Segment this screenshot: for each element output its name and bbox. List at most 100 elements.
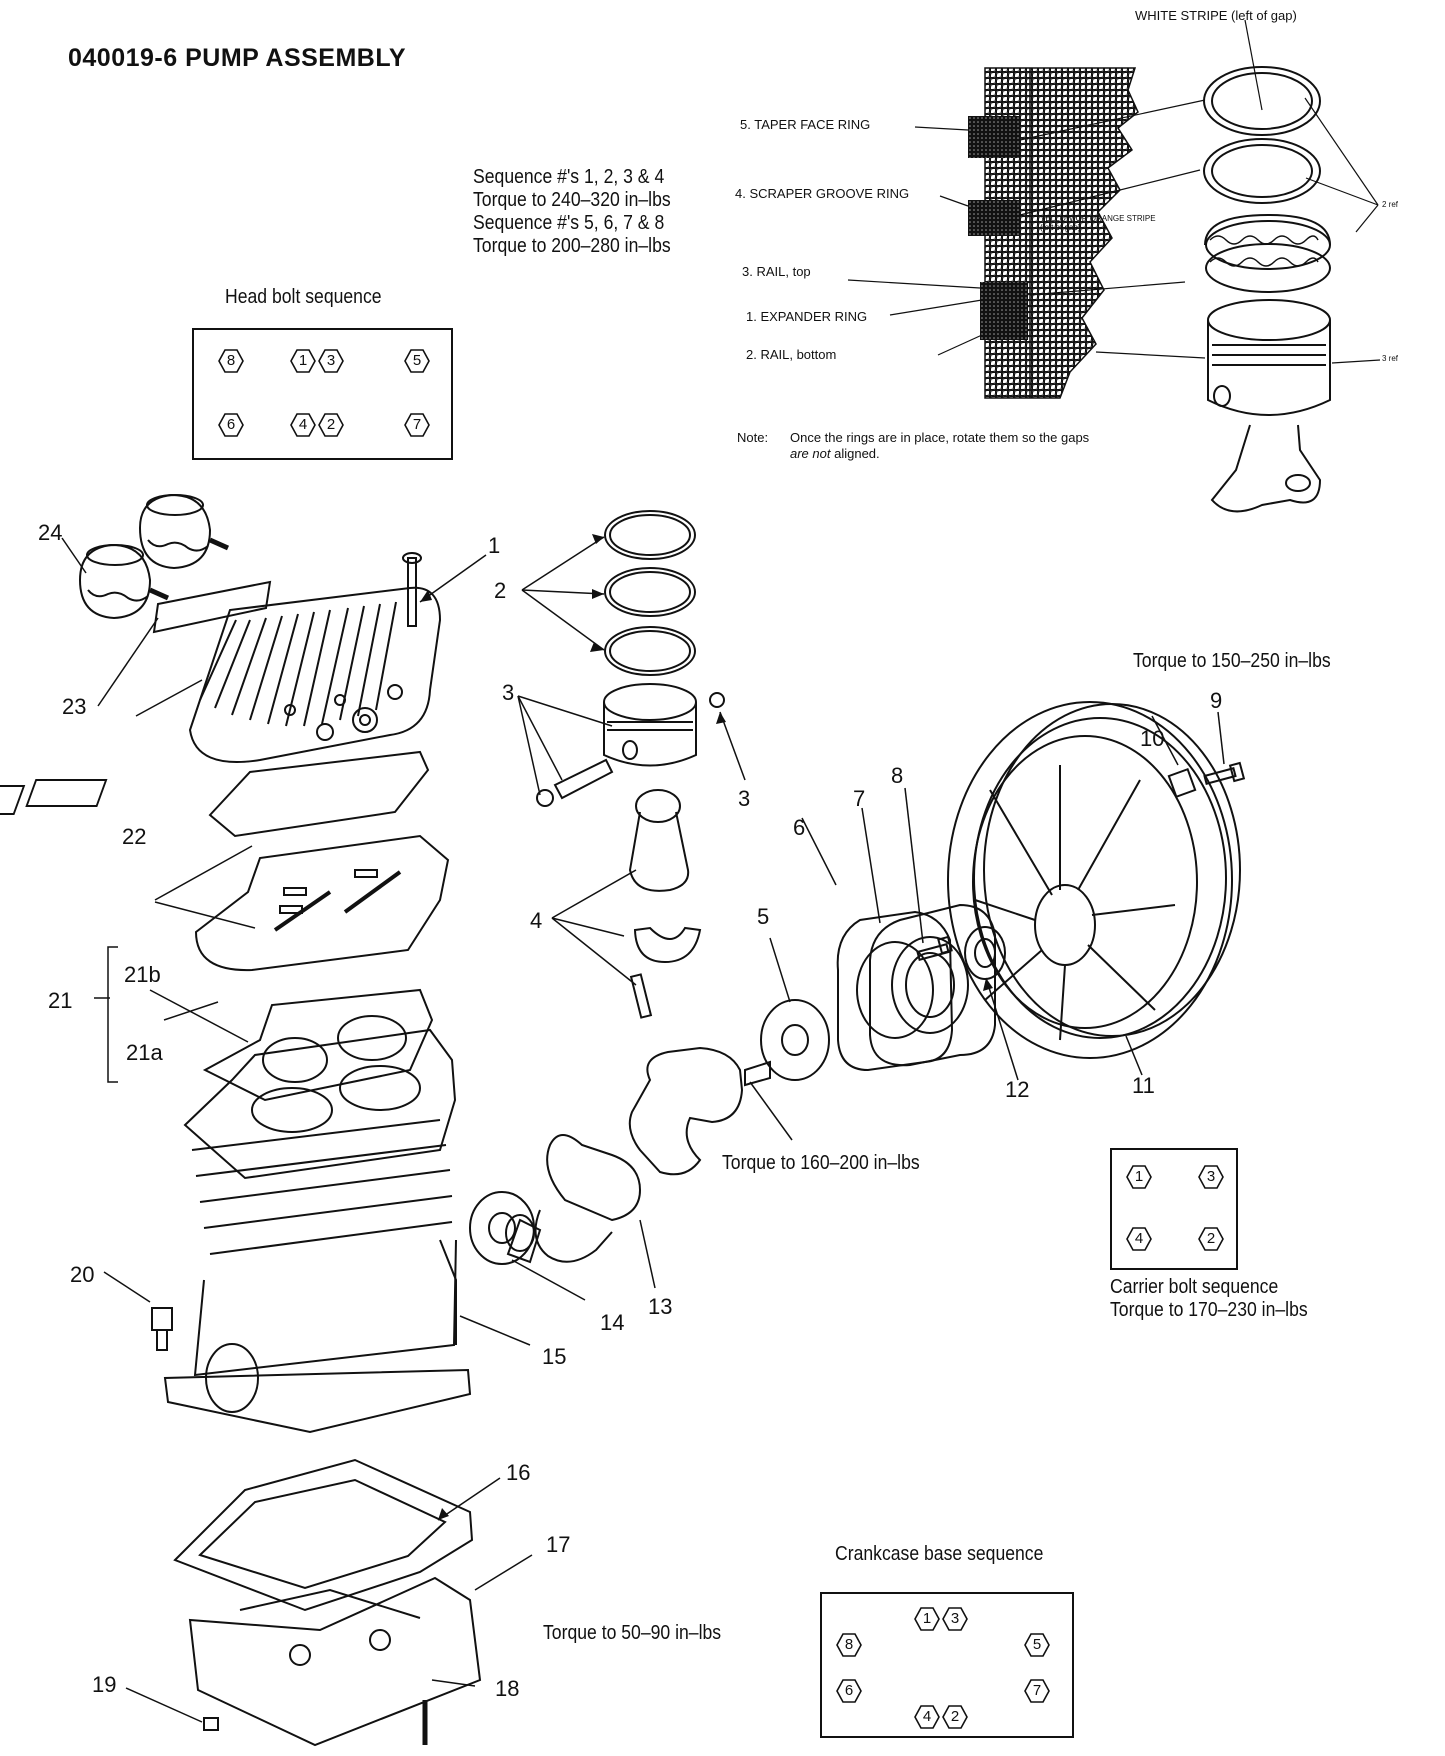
taper-face-ring-label: 5. TAPER FACE RING: [740, 117, 871, 132]
hexagon-icon: [942, 1705, 968, 1729]
bracket-21: [107, 946, 118, 1083]
page-title: 040019-6 PUMP ASSEMBLY: [68, 44, 407, 72]
washer-bolt-art: [1167, 761, 1246, 799]
hexagon-icon: [1024, 1679, 1050, 1703]
hexagon-icon: [914, 1705, 940, 1729]
callout-leaders: [61, 536, 1225, 1723]
hexagon-icon: [218, 413, 244, 437]
head-bolt-sequence-box: 8 1 3 5 6 4 2 7: [192, 328, 453, 460]
ring-detail-leaders: [847, 19, 1381, 364]
callout-3: 3: [738, 786, 751, 811]
rail-bottom-label: 2. RAIL, bottom: [746, 347, 837, 362]
hexagon-icon: [836, 1679, 862, 1703]
arrowheads: [420, 534, 993, 1520]
head-bolt-caption: Head bolt sequence: [225, 286, 382, 308]
carrier-bolt-art: [916, 935, 953, 961]
crankcase-bolt-hex: 6: [836, 1678, 862, 1704]
connecting-rod-art: [628, 789, 702, 1019]
head-bolt-hex: 1: [290, 348, 316, 374]
hexagon-icon: [404, 349, 430, 373]
cylinder-head-art: [188, 586, 442, 763]
callout-2: 2: [494, 578, 507, 603]
flywheel-pulley-art: [947, 701, 1241, 1059]
white-stripe-label: WHITE STRIPE (left of gap): [1135, 8, 1297, 23]
callout-14: 14: [600, 1310, 625, 1335]
callout-22: 22: [122, 824, 147, 849]
pulley-torque-label: Torque to 150–250 in–lbs: [1133, 650, 1331, 672]
head-bolt-hex: 3: [318, 348, 344, 374]
piston-art: [536, 683, 725, 807]
valve-plate-art: [194, 834, 450, 972]
callout-18: 18: [495, 1676, 520, 1701]
piston-rings-art: [604, 510, 696, 676]
ring-note-label: Note:: [737, 430, 769, 445]
callout-8: 8: [891, 763, 904, 788]
head-bolt-hex: 7: [404, 412, 430, 438]
torque-line-4: Torque to 200–280 in–lbs: [473, 235, 671, 257]
carrier-bolt-hex: 2: [1198, 1226, 1224, 1252]
yellow-stripe-label: YELLOW OR ORANGE STRIPE (left of gap): [1040, 214, 1156, 232]
bearing-14-art: [469, 1191, 535, 1265]
drain-plug-art: [203, 1717, 219, 1731]
hexagon-icon: [218, 349, 244, 373]
callout-7: 7: [853, 786, 866, 811]
callout-24: 24: [38, 520, 63, 545]
base-plate-art: [188, 1576, 482, 1747]
head-torque-spec: Sequence #'s 1, 2, 3 & 4 Torque to 240–3…: [473, 166, 671, 258]
torque-line-3: Sequence #'s 5, 6, 7 & 8: [473, 212, 665, 234]
crankcase-bolt-hex: 7: [1024, 1678, 1050, 1704]
hexagon-icon: [1126, 1227, 1152, 1251]
ring-note: Once the rings are in place, rotate them…: [790, 430, 1090, 461]
crankcase-bolt-hex: 5: [1024, 1632, 1050, 1658]
head-bolt-hex: 5: [404, 348, 430, 374]
expander-ring-label: 1. EXPANDER RING: [746, 309, 868, 324]
ring-section-detail: [968, 67, 1139, 399]
oil-seal-art: [964, 926, 1006, 980]
hexagon-icon: [290, 413, 316, 437]
carrier-bolt-hex: 3: [1198, 1164, 1224, 1190]
callout-10: 10: [1140, 726, 1165, 751]
callout-20: 20: [70, 1262, 95, 1287]
oil-sensor-art: [151, 1307, 173, 1351]
callout-3: 3: [502, 680, 515, 705]
callout-21b: 21b: [124, 962, 161, 987]
torque-line-1: Sequence #'s 1, 2, 3 & 4: [473, 166, 665, 188]
crankcase-caption: Crankcase base sequence: [835, 1543, 1044, 1565]
crankcase-bolt-hex: 3: [942, 1606, 968, 1632]
crank-torque-label: Torque to 160–200 in–lbs: [722, 1152, 920, 1174]
callout-15: 15: [542, 1344, 567, 1369]
hexagon-icon: [1024, 1633, 1050, 1657]
rail-top-label: 3. RAIL, top: [742, 264, 811, 279]
callout-9: 9: [1210, 688, 1223, 713]
callout-17: 17: [546, 1532, 571, 1557]
carrier-bolt-hex: 4: [1126, 1226, 1152, 1252]
hexagon-icon: [290, 349, 316, 373]
crankcase-art: [163, 1028, 472, 1434]
callout-21: 21: [48, 988, 73, 1013]
bearing-5-art: [760, 999, 830, 1081]
intake-filter-art: [78, 493, 230, 620]
crankcase-base-sequence-box: 1 3 8 5 6 7 4 2: [820, 1592, 1074, 1738]
callout-4: 4: [530, 908, 543, 933]
crankcase-bolt-hex: 8: [836, 1632, 862, 1658]
hexagon-icon: [1126, 1165, 1152, 1189]
hexagon-icon: [1198, 1227, 1224, 1251]
hexagon-icon: [914, 1607, 940, 1631]
base-gasket-art: [173, 1458, 474, 1612]
torque-line-2: Torque to 240–320 in–lbs: [473, 189, 671, 211]
callout-1: 1: [488, 533, 501, 558]
scraper-groove-ring-label: 4. SCRAPER GROOVE RING: [735, 186, 910, 201]
crankcase-bolt-hex: 2: [942, 1704, 968, 1730]
head-bolt-hex: 6: [218, 412, 244, 438]
head-bolt-hex: 8: [218, 348, 244, 374]
head-bolt-art: [402, 552, 422, 627]
carrier-bolt-sequence-box: 1 3 4 2: [1110, 1148, 1238, 1270]
callout-16: 16: [506, 1460, 531, 1485]
callout-12: 12: [1005, 1077, 1030, 1102]
callout-19: 19: [92, 1672, 117, 1697]
base-torque-label: Torque to 50–90 in–lbs: [543, 1622, 722, 1644]
bearing-carrier-art: [836, 903, 996, 1072]
hexagon-icon: [318, 349, 344, 373]
callout-11: 11: [1132, 1073, 1155, 1098]
